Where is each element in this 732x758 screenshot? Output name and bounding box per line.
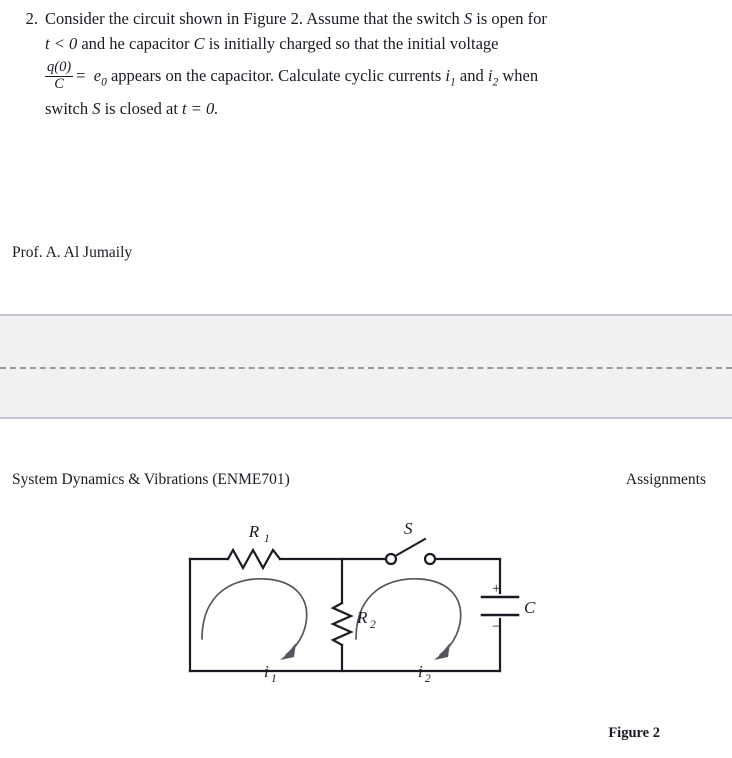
switch-terminal-left xyxy=(384,552,398,566)
problem-line-2-text-a: and he capacitor xyxy=(77,34,194,53)
label-i2: i xyxy=(418,662,423,681)
time-zero-inline: t = 0. xyxy=(182,99,219,118)
problem-line-3-conjunction: and xyxy=(455,66,488,85)
running-head: System Dynamics & Vibrations (ENME701) A… xyxy=(0,471,732,491)
current-i1-symbol: i xyxy=(445,66,450,85)
loop-current-arrowhead-i1 xyxy=(280,643,296,660)
label-r2-subscript: 2 xyxy=(370,619,376,631)
problem-line-3-text-b: when xyxy=(498,66,539,85)
current-i2-symbol: i xyxy=(487,66,493,85)
figure-caption: Figure 2 xyxy=(608,725,660,741)
problem-line-4-text-b: is closed at xyxy=(100,99,183,118)
problem-body: Consider the circuit shown in Figure 2. … xyxy=(45,6,712,121)
fraction-denominator: C xyxy=(45,75,74,93)
circuit-diagram-svg: R 1 R 2 S C + − i 1 i 2 xyxy=(188,519,536,685)
problem-line-1-text-a: Consider the circuit shown in Figure 2. … xyxy=(45,9,464,28)
page-break-separator xyxy=(0,314,732,419)
initial-voltage-fraction: q(0)C xyxy=(45,59,74,93)
label-r1-subscript: 1 xyxy=(264,533,270,545)
fraction-numerator: q(0) xyxy=(47,59,72,76)
switch-blade xyxy=(395,537,427,557)
resistor-r2-zigzag xyxy=(330,601,354,647)
loop-current-arrowhead-i2 xyxy=(434,643,450,660)
page-one: 2. Consider the circuit shown in Figure … xyxy=(0,0,732,314)
current-i2-subscript: 2 xyxy=(492,76,499,89)
label-r1: R xyxy=(248,522,260,541)
course-title: System Dynamics & Vibrations (ENME701) xyxy=(12,471,290,488)
problem-line-4-text-a: switch xyxy=(45,99,93,118)
page-break-dashed-rule xyxy=(0,367,732,369)
loop-current-arc-i2 xyxy=(355,578,462,656)
switch-symbol-inline: S xyxy=(463,9,473,28)
problem-number: 2. xyxy=(25,9,38,28)
resistor-r1-zigzag xyxy=(226,547,282,571)
problem-line-1: Consider the circuit shown in Figure 2. … xyxy=(45,6,712,31)
problem-line-3-text-a: appears on the capacitor. Calculate cycl… xyxy=(106,66,446,85)
problem-line-2-text-b: is initially charged so that the initial… xyxy=(204,34,499,53)
capacitor-minus-sign: − xyxy=(492,619,500,635)
label-switch: S xyxy=(404,519,413,538)
current-i1-subscript: 1 xyxy=(450,76,456,89)
label-i1: i xyxy=(264,662,269,681)
problem-statement: 2. Consider the circuit shown in Figure … xyxy=(12,6,712,121)
e-symbol: e xyxy=(93,66,102,85)
label-r2: R xyxy=(356,608,368,627)
author-line: Prof. A. Al Jumaily xyxy=(12,244,133,261)
loop-current-arc-i1 xyxy=(201,578,308,656)
switch-symbol-inline-2: S xyxy=(92,99,101,118)
problem-line-4: switch S is closed at t = 0. xyxy=(45,96,712,121)
label-i1-subscript: 1 xyxy=(271,673,277,685)
section-title: Assignments xyxy=(625,471,706,488)
label-capacitor: C xyxy=(524,598,536,617)
page-two: System Dynamics & Vibrations (ENME701) A… xyxy=(0,419,732,758)
problem-line-3: q(0)C= e0 appears on the capacitor. Calc… xyxy=(45,56,712,96)
equals-sign: = xyxy=(76,66,86,85)
capacitor-symbol-inline: C xyxy=(193,34,205,53)
circuit-figure: R 1 R 2 S C + − i 1 i 2 xyxy=(176,519,536,719)
label-i2-subscript: 2 xyxy=(425,673,431,685)
time-condition-inline: t < 0 xyxy=(45,34,78,53)
problem-line-1-text-b: is open for xyxy=(472,9,547,28)
switch-terminal-right xyxy=(423,552,437,566)
e-subscript: 0 xyxy=(101,76,107,89)
problem-line-2: t < 0 and he capacitor C is initially ch… xyxy=(45,31,712,56)
capacitor-plus-sign: + xyxy=(492,581,500,597)
